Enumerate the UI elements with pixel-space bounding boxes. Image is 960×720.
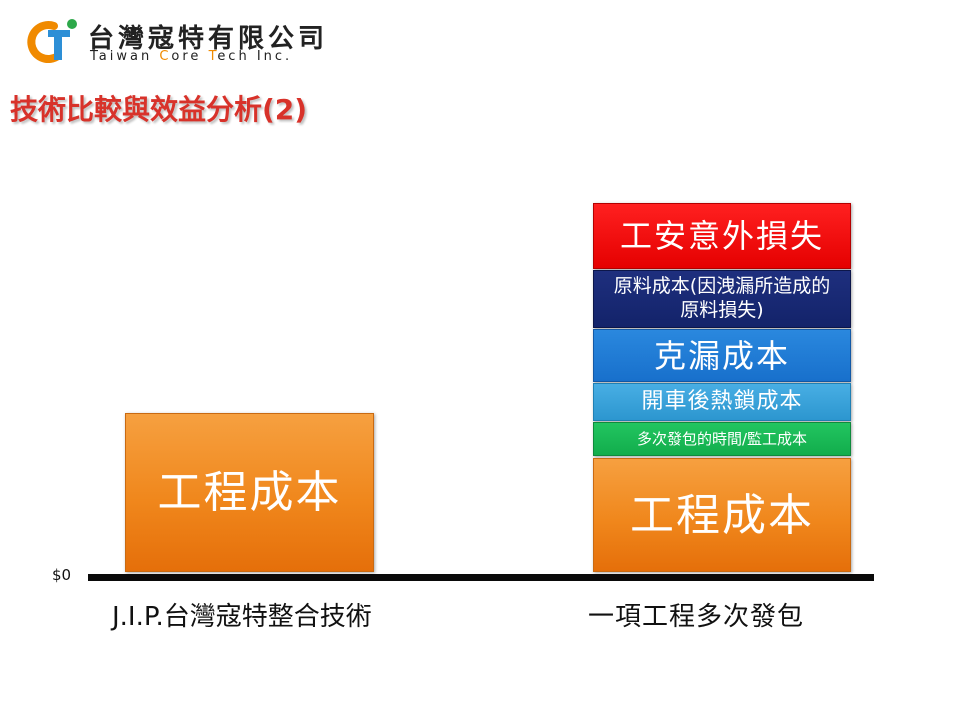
material-cost-block: 原料成本(因洩漏所造成的原料損失) <box>593 270 851 328</box>
left-engineering-cost-block: 工程成本 <box>125 413 374 572</box>
leak-cost-block: 克漏成本 <box>593 329 851 382</box>
zero-label: $0 <box>52 566 72 584</box>
company-logo-icon <box>27 19 77 64</box>
left-category-label: J.I.P.台灣寇特整合技術 <box>112 602 372 632</box>
safety-loss-block: 工安意外損失 <box>593 203 851 269</box>
right-category-label: 一項工程多次發包 <box>588 602 805 632</box>
zero-baseline <box>88 574 874 581</box>
company-name: 台灣寇特有限公司 <box>88 24 329 54</box>
right-engineering-cost-block: 工程成本 <box>593 458 851 572</box>
company-english-name: Taiwan Core Tech Inc. <box>90 49 293 64</box>
multi-contract-cost-block: 多次發包的時間/監工成本 <box>593 422 851 456</box>
hot-bolting-cost-block: 開車後熱鎖成本 <box>593 383 851 421</box>
slide-title: 技術比較與效益分析(2) <box>10 93 308 126</box>
